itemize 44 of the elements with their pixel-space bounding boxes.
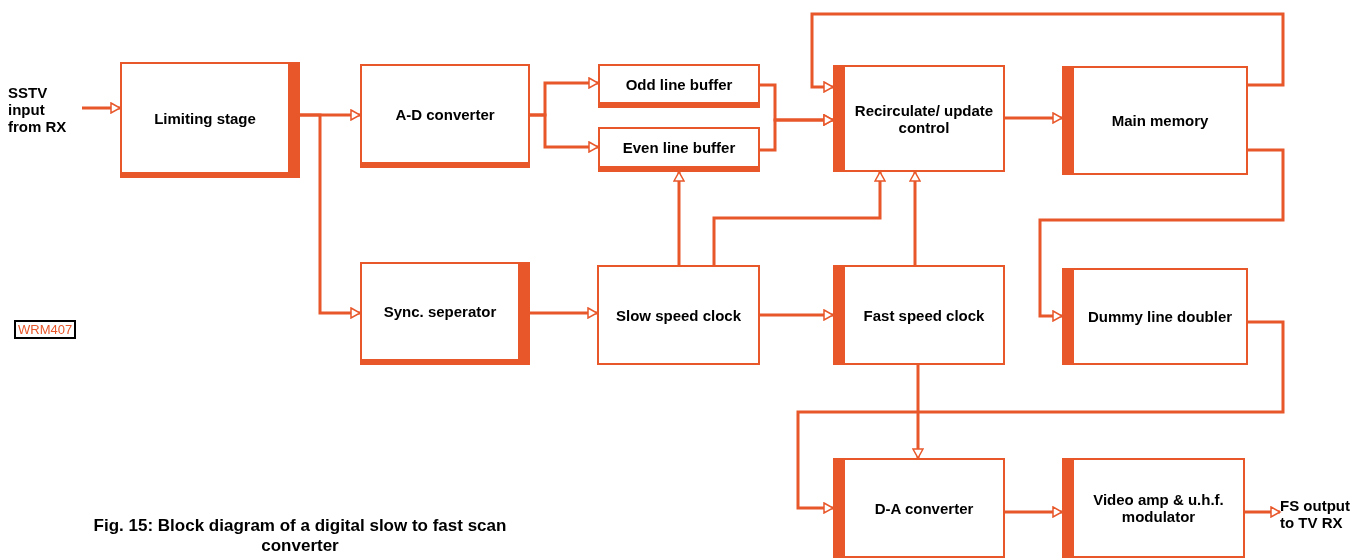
arrow bbox=[909, 171, 921, 265]
terminal-label: SSTV input from RX bbox=[8, 83, 68, 135]
reference-code: WRM407 bbox=[14, 320, 77, 339]
process-box bbox=[598, 127, 760, 172]
process-box bbox=[1062, 268, 1248, 365]
process-box bbox=[360, 262, 530, 365]
process-box bbox=[597, 265, 760, 365]
box-label: Sync. seperator bbox=[382, 303, 498, 320]
process-box bbox=[360, 64, 530, 168]
box-label: Recirculate/ update control bbox=[853, 101, 995, 136]
box-label: A-D converter bbox=[394, 105, 496, 123]
arrow bbox=[300, 113, 361, 319]
arrow bbox=[1005, 112, 1063, 124]
box-label: Even line buffer bbox=[621, 139, 737, 156]
arrow bbox=[530, 113, 599, 153]
box-label: Video amp & u.h.f. modulator bbox=[1092, 491, 1225, 525]
box-label: Main memory bbox=[1110, 112, 1210, 129]
box-label: Slow speed clock bbox=[614, 306, 742, 324]
arrow bbox=[530, 307, 598, 319]
process-box bbox=[833, 458, 1005, 558]
process-box bbox=[1062, 66, 1248, 175]
box-label: D-A converter bbox=[873, 499, 975, 517]
arrow bbox=[810, 12, 1285, 93]
box-label: Fast speed clock bbox=[862, 306, 986, 324]
process-box bbox=[598, 64, 760, 108]
process-box bbox=[833, 65, 1005, 172]
process-box bbox=[833, 265, 1005, 365]
box-label: Dummy line doubler bbox=[1086, 308, 1234, 325]
figure-caption: Fig. 15: Block diagram of a digital slow to fast scan converter bbox=[92, 516, 508, 556]
box-label: Odd line buffer bbox=[624, 75, 734, 93]
arrow bbox=[912, 365, 924, 459]
arrow bbox=[82, 102, 121, 114]
arrow bbox=[712, 171, 886, 265]
arrow bbox=[673, 171, 685, 265]
arrow bbox=[760, 309, 834, 321]
arrow bbox=[1245, 506, 1281, 518]
arrow bbox=[1005, 506, 1063, 518]
arrow bbox=[796, 320, 1285, 514]
box-label: Limiting stage bbox=[153, 109, 257, 127]
process-box bbox=[120, 62, 300, 178]
process-box bbox=[1062, 458, 1245, 558]
terminal-label: FS output to TV RX bbox=[1280, 497, 1350, 531]
arrow bbox=[760, 114, 834, 152]
arrow bbox=[1038, 148, 1285, 322]
